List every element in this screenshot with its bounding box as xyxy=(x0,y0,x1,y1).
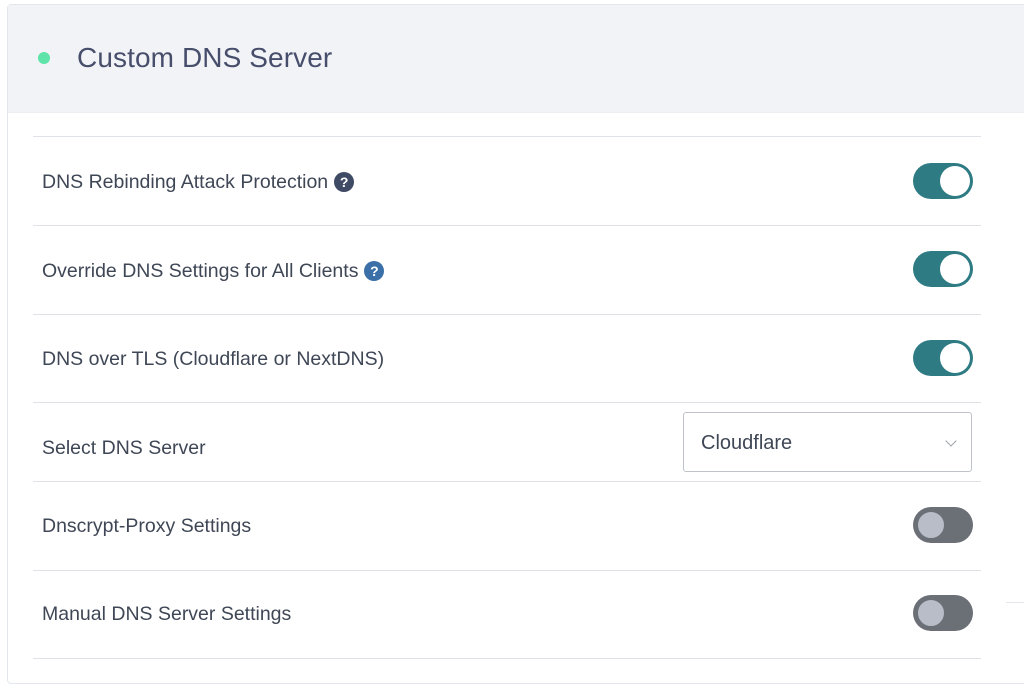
setting-row-override-dns: Override DNS Settings for All Clients? xyxy=(33,225,981,314)
dns-server-select-value: Cloudflare xyxy=(701,432,793,454)
toggle-knob xyxy=(916,510,946,540)
setting-row-manual-dns: Manual DNS Server Settings xyxy=(33,570,981,659)
setting-label-dns-over-tls: DNS over TLS (Cloudflare or NextDNS) xyxy=(42,348,385,370)
dns-rebinding-toggle[interactable] xyxy=(913,163,973,199)
settings-list: DNS Rebinding Attack Protection? Overrid… xyxy=(33,136,981,659)
dnscrypt-proxy-toggle[interactable] xyxy=(913,507,973,543)
setting-label-override-dns: Override DNS Settings for All Clients? xyxy=(42,259,385,283)
toggle-knob xyxy=(916,598,946,628)
dns-over-tls-toggle[interactable] xyxy=(913,340,973,376)
toggle-knob xyxy=(940,343,970,373)
setting-label-manual-dns: Manual DNS Server Settings xyxy=(42,603,292,625)
setting-row-select-dns-server: Select DNS Server Cloudflare xyxy=(33,402,981,481)
setting-label-dns-rebinding: DNS Rebinding Attack Protection? xyxy=(42,170,355,194)
dns-rebinding-label-text: DNS Rebinding Attack Protection xyxy=(42,171,329,193)
toggle-knob xyxy=(940,254,970,284)
question-circle-icon[interactable]: ? xyxy=(364,261,385,281)
card-header: Custom DNS Server xyxy=(8,5,1024,113)
page-title: Custom DNS Server xyxy=(77,42,333,73)
divider xyxy=(1006,602,1024,603)
override-dns-toggle[interactable] xyxy=(913,251,973,287)
setting-row-dns-rebinding: DNS Rebinding Attack Protection? xyxy=(33,136,981,225)
setting-label-select-dns-server: Select DNS Server xyxy=(42,437,206,459)
setting-label-dnscrypt-proxy: Dnscrypt-Proxy Settings xyxy=(42,515,252,537)
dns-server-select[interactable]: Cloudflare xyxy=(683,412,972,472)
chevron-down-icon xyxy=(945,435,957,447)
setting-row-dnscrypt-proxy: Dnscrypt-Proxy Settings xyxy=(33,481,981,570)
status-dot-icon xyxy=(38,52,50,64)
setting-row-dns-over-tls: DNS over TLS (Cloudflare or NextDNS) xyxy=(33,314,981,402)
override-dns-label-text: Override DNS Settings for All Clients xyxy=(42,260,359,282)
manual-dns-toggle[interactable] xyxy=(913,595,973,631)
question-circle-icon[interactable]: ? xyxy=(334,172,355,192)
toggle-knob xyxy=(940,166,970,196)
